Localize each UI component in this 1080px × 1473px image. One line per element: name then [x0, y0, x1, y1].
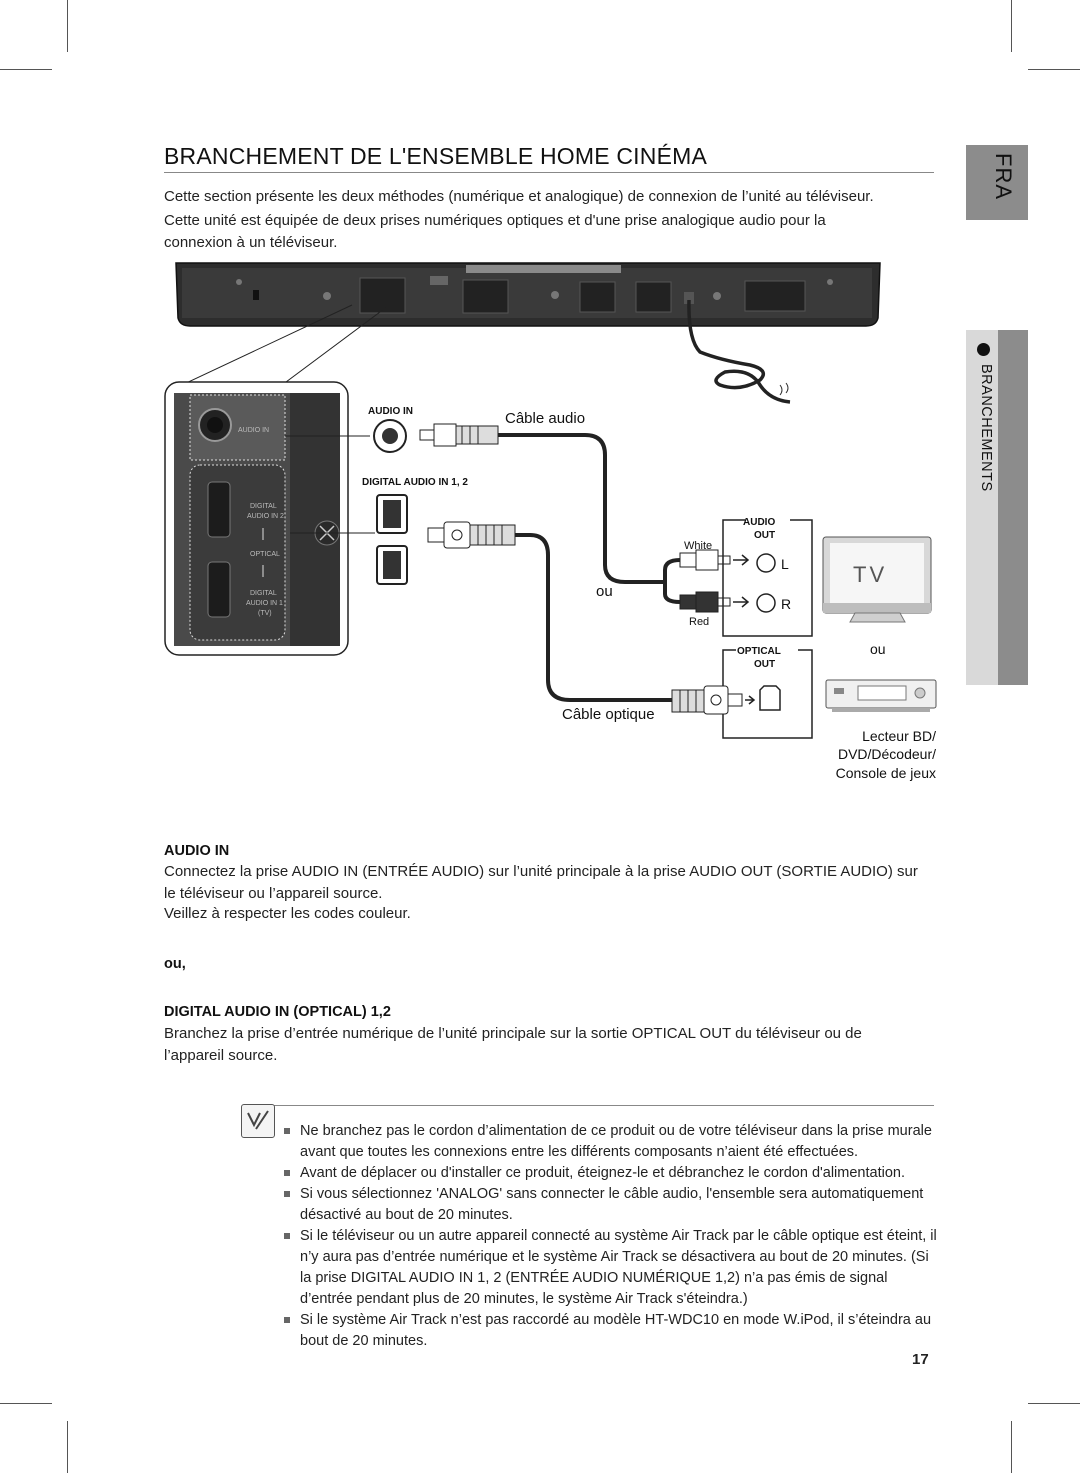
crop-mark	[1028, 1403, 1080, 1404]
optical-out-label-1: OPTICAL	[737, 646, 781, 657]
language-tab-label: FRA	[991, 153, 1016, 200]
crop-mark	[0, 69, 52, 70]
crop-mark	[1011, 0, 1012, 52]
digital-text-1: Branchez la prise d’entrée numérique de …	[164, 1025, 862, 1064]
cable-optique-label: Câble optique	[562, 706, 655, 723]
panel-optical-label: OPTICAL	[250, 551, 280, 558]
note-item: Si vous sélectionnez 'ANALOG' sans conne…	[284, 1184, 939, 1226]
panel-audio-in-1-label: AUDIO IN 1	[246, 600, 283, 607]
connection-diagram: AUDIO IN DIGITAL AUDIO IN 2 OPTICAL DIGI…	[164, 262, 937, 781]
panel-tv-label: (TV)	[258, 610, 272, 617]
panel-audio-in-2-label: AUDIO IN 2	[247, 513, 284, 520]
intro-paragraph-1: Cette section présente les deux méthodes…	[164, 188, 874, 205]
section-tab-label: BRANCHEMENTS	[978, 364, 994, 492]
audio-out-label-2: OUT	[754, 530, 775, 541]
audio-in-label: AUDIO IN	[368, 406, 413, 417]
section-tab-inner	[966, 330, 998, 685]
intro-paragraph-2: Cette unité est équipée de deux prises n…	[164, 212, 826, 251]
bd-player-icon	[825, 679, 937, 712]
title-rule	[164, 172, 934, 173]
cable-audio-label: Câble audio	[505, 410, 585, 427]
tv-label: TV	[853, 562, 887, 587]
red-label: Red	[689, 616, 709, 628]
language-tab: FRA	[966, 145, 1028, 220]
audio-in-heading: AUDIO IN	[164, 843, 230, 859]
optical-out-label-2: OUT	[754, 659, 775, 670]
audio-in-text-1: Connectez la prise AUDIO IN (ENTRÉE AUDI…	[164, 863, 918, 902]
device-label-2: DVD/Décodeur/	[838, 746, 936, 762]
page-number: 17	[912, 1351, 929, 1368]
note-item: Si le téléviseur ou un autre appareil co…	[284, 1226, 939, 1310]
crop-mark	[67, 0, 68, 52]
tv-icon	[822, 536, 932, 623]
notes-list: Ne branchez pas le cordon d’alimentation…	[284, 1121, 939, 1352]
optical-cable-plug	[427, 521, 516, 549]
crop-mark	[67, 1421, 68, 1473]
digital-audio-in-label: DIGITAL AUDIO IN 1, 2	[362, 477, 468, 488]
audio-out-r-jack	[756, 593, 776, 613]
white-label: White	[684, 540, 712, 552]
optical-out-panel	[722, 649, 813, 739]
or-separator: ou,	[164, 956, 186, 972]
audio-out-panel	[722, 519, 813, 637]
crop-mark	[1028, 69, 1080, 70]
section-bullet-icon	[977, 343, 990, 356]
device-label-3: Console de jeux	[836, 765, 936, 781]
r-label: R	[781, 596, 791, 612]
digital-heading: DIGITAL AUDIO IN (OPTICAL) 1,2	[164, 1004, 391, 1020]
power-cord	[687, 299, 791, 404]
note-item: Si le système Air Track n’est pas raccor…	[284, 1310, 939, 1352]
optical-out-jack	[759, 685, 781, 711]
note-item: Ne branchez pas le cordon d’alimentation…	[284, 1121, 939, 1163]
panel-digital-label-2: DIGITAL	[250, 590, 277, 597]
device-label-1: Lecteur BD/	[862, 728, 936, 744]
zoom-panel: AUDIO IN DIGITAL AUDIO IN 2 OPTICAL DIGI…	[164, 381, 349, 656]
l-label: L	[781, 556, 789, 572]
ou-right-label: ou	[870, 641, 886, 657]
notes-rule	[274, 1105, 934, 1106]
page-title: BRANCHEMENT DE L'ENSEMBLE HOME CINÉMA	[164, 143, 708, 169]
panel-audio-in-label: AUDIO IN	[238, 427, 269, 434]
audio-out-l-jack	[756, 553, 776, 573]
section-tab-content: BRANCHEMENTS	[966, 330, 1028, 685]
audio-cable-plug	[419, 423, 499, 447]
panel-digital-label: DIGITAL	[250, 503, 277, 510]
note-item: Avant de déplacer ou d'installer ce prod…	[284, 1163, 939, 1184]
rca-plug-red	[679, 591, 731, 613]
optical-out-plug	[671, 685, 743, 715]
crop-mark	[0, 1403, 52, 1404]
crop-mark	[1011, 1421, 1012, 1473]
audio-in-text-2: Veillez à respecter les codes couleur.	[164, 905, 411, 922]
rca-plug-white	[679, 549, 731, 571]
soundbar	[175, 262, 881, 327]
note-icon	[241, 1104, 275, 1138]
audio-out-label-1: AUDIO	[743, 517, 775, 528]
ou-middle-label: ou	[596, 583, 613, 600]
